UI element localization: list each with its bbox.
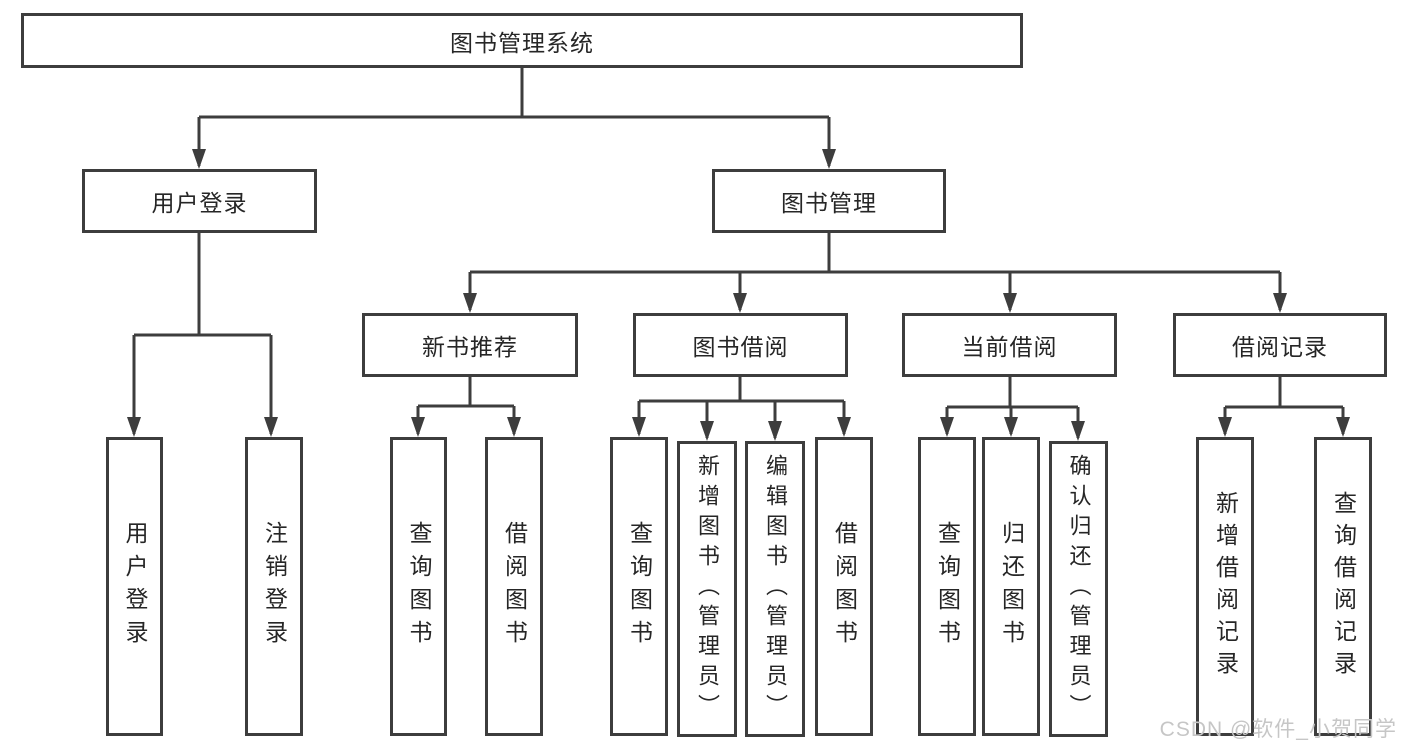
node-label: 确认归还（管理员） bbox=[1066, 454, 1092, 724]
node-label: 借阅图书 bbox=[831, 520, 858, 653]
node-query-books-current: 查询图书 bbox=[918, 437, 976, 736]
node-query-books-recommend: 查询图书 bbox=[390, 437, 447, 736]
node-label: 查询借阅记录 bbox=[1330, 490, 1357, 683]
node-book-management-branch: 图书管理 bbox=[712, 169, 946, 233]
node-edit-book-admin: 编辑图书（管理员） bbox=[745, 441, 805, 737]
node-add-book-admin: 新增图书（管理员） bbox=[677, 441, 737, 737]
node-borrowing-records: 借阅记录 bbox=[1173, 313, 1387, 377]
node-confirm-return-admin: 确认归还（管理员） bbox=[1049, 441, 1108, 737]
node-user-login-branch: 用户登录 bbox=[82, 169, 317, 233]
node-label: 编辑图书（管理员） bbox=[763, 454, 788, 724]
node-query-books-borrow: 查询图书 bbox=[610, 437, 668, 736]
node-label: 归还图书 bbox=[998, 520, 1025, 653]
node-new-book-recommend: 新书推荐 bbox=[362, 313, 578, 377]
node-query-borrow-record: 查询借阅记录 bbox=[1314, 437, 1372, 736]
node-current-borrowing: 当前借阅 bbox=[902, 313, 1117, 377]
node-label: 注销登录 bbox=[261, 520, 288, 653]
node-label: 查询图书 bbox=[626, 520, 653, 653]
node-label: 借阅图书 bbox=[501, 520, 528, 653]
node-label: 查询图书 bbox=[406, 520, 432, 653]
node-label: 用户登录 bbox=[122, 520, 148, 653]
node-return-book: 归还图书 bbox=[982, 437, 1040, 736]
node-logout-action: 注销登录 bbox=[245, 437, 303, 736]
node-add-borrow-record: 新增借阅记录 bbox=[1196, 437, 1254, 736]
node-borrow-books: 借阅图书 bbox=[815, 437, 873, 736]
node-label: 新增图书（管理员） bbox=[695, 454, 720, 724]
node-borrow-books-recommend: 借阅图书 bbox=[485, 437, 543, 736]
node-user-login-action: 用户登录 bbox=[106, 437, 163, 736]
node-label: 查询图书 bbox=[934, 520, 961, 653]
node-library-system-root: 图书管理系统 bbox=[21, 13, 1023, 68]
node-label: 新增借阅记录 bbox=[1212, 490, 1239, 683]
node-book-borrowing: 图书借阅 bbox=[633, 313, 848, 377]
